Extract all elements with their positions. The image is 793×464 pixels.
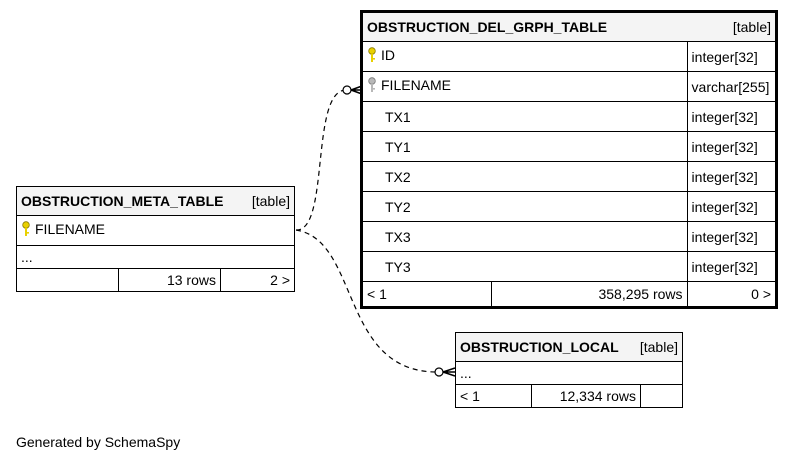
relation-local-crowfoot (442, 367, 456, 377)
column-type: integer[32] (686, 191, 777, 222)
column-name: ID (381, 47, 395, 64)
primary-key-icon (367, 47, 381, 66)
relation-graph-crowfoot (350, 85, 363, 95)
relation-local-zero-marker (434, 367, 444, 377)
more-columns: ... (16, 245, 295, 269)
children-link[interactable]: 0 > (686, 281, 777, 307)
column-name: FILENAME (381, 77, 452, 94)
column-name: TY1 (362, 131, 688, 162)
table-name: OBSTRUCTION_LOCAL (460, 339, 619, 355)
column-type: integer[32] (686, 131, 777, 162)
column-name: TX3 (362, 221, 688, 252)
table-footer: < 1 12,334 rows (455, 384, 683, 408)
column-row[interactable]: ID integer[32] (362, 41, 777, 72)
relation-meta-to-graph (295, 89, 347, 231)
children-link[interactable]: 2 > (220, 268, 295, 292)
column-row[interactable]: TX2 integer[32] (362, 161, 777, 192)
primary-key-icon (21, 221, 35, 240)
table-kind: [table] (732, 19, 771, 35)
table-header[interactable]: OBSTRUCTION_META_TABLE [table] (16, 186, 295, 216)
row-count: 358,295 rows (491, 281, 688, 307)
column-name: TY3 (362, 251, 688, 282)
table-name: OBSTRUCTION_META_TABLE (21, 193, 224, 209)
column-name: TX2 (362, 161, 688, 192)
parents-link[interactable]: < 1 (362, 281, 492, 307)
table-header[interactable]: OBSTRUCTION_DEL_GRPH_TABLE [table] (362, 12, 776, 42)
more-columns: ... (455, 361, 683, 385)
table-kind: [table] (639, 339, 678, 355)
column-type: integer[32] (686, 221, 777, 252)
column-row[interactable]: TY3 integer[32] (362, 251, 777, 282)
column-row[interactable]: TX3 integer[32] (362, 221, 777, 252)
row-count: 13 rows (118, 268, 221, 292)
column-type: integer[32] (686, 101, 777, 132)
children-link[interactable] (640, 384, 683, 408)
foreign-key-icon (367, 77, 381, 96)
table-footer: 13 rows 2 > (16, 268, 295, 292)
table-header[interactable]: OBSTRUCTION_LOCAL [table] (455, 332, 683, 362)
table-obstruction-meta[interactable]: OBSTRUCTION_META_TABLE [table] FILENAME … (16, 186, 295, 292)
column-type: integer[32] (686, 251, 777, 282)
generated-by-note: Generated by SchemaSpy (16, 434, 181, 450)
column-name: FILENAME (35, 221, 106, 238)
column-row[interactable]: TY1 integer[32] (362, 131, 777, 162)
table-kind: [table] (251, 193, 290, 209)
row-count: 12,334 rows (531, 384, 641, 408)
column-type: varchar[255] (686, 71, 777, 102)
parents-link[interactable]: < 1 (455, 384, 532, 408)
relation-meta-to-local (295, 229, 438, 373)
column-row[interactable]: TY2 integer[32] (362, 191, 777, 222)
parents-link[interactable] (16, 268, 119, 292)
table-obstruction-del-grph[interactable]: OBSTRUCTION_DEL_GRPH_TABLE [table] ID in… (360, 10, 778, 309)
column-type: integer[32] (686, 161, 777, 192)
table-name: OBSTRUCTION_DEL_GRPH_TABLE (367, 19, 608, 35)
column-name: TX1 (362, 101, 688, 132)
column-type: integer[32] (686, 41, 777, 72)
column-row[interactable]: FILENAME (16, 215, 295, 246)
table-obstruction-local[interactable]: OBSTRUCTION_LOCAL [table] ... < 1 12,334… (455, 332, 683, 408)
table-footer: < 1 358,295 rows 0 > (362, 281, 777, 307)
column-row[interactable]: FILENAME varchar[255] (362, 71, 777, 102)
column-row[interactable]: TX1 integer[32] (362, 101, 777, 132)
column-name: TY2 (362, 191, 688, 222)
relation-graph-zero-marker (342, 85, 352, 95)
